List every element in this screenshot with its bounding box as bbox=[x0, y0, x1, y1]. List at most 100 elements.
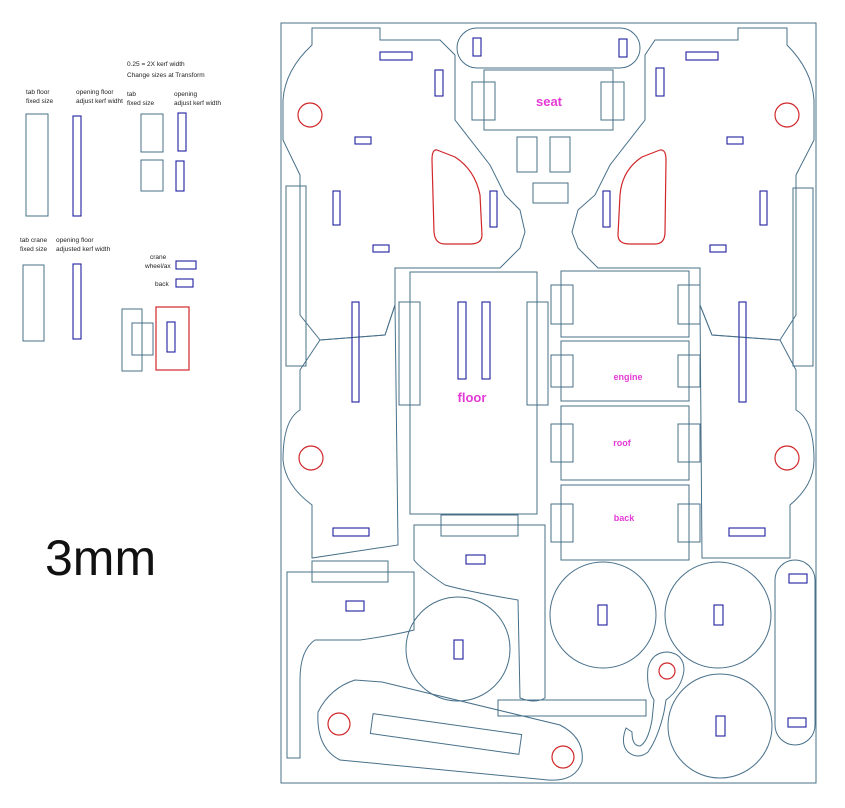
wheel-2-axle bbox=[597, 604, 608, 626]
label-back-small: back bbox=[155, 281, 169, 288]
right-lower-slot-1 bbox=[738, 301, 747, 403]
label-opening-floor-2: adjust kerf widht bbox=[76, 98, 123, 105]
wheels bbox=[405, 561, 773, 779]
label-opening-2: adjust kerf width bbox=[174, 100, 221, 107]
material-thickness-label: 3mm bbox=[45, 530, 156, 586]
top-panel-tab-left bbox=[550, 284, 574, 325]
test-back-tab-inner bbox=[131, 322, 154, 356]
right-side-lower bbox=[699, 301, 815, 559]
seat-tab-left bbox=[471, 81, 496, 121]
floor-panel bbox=[409, 271, 538, 515]
crane-arm bbox=[317, 679, 583, 781]
label-tab-crane-2: fixed size bbox=[20, 246, 47, 253]
crane-arm-hole-right bbox=[551, 745, 575, 769]
right-side-upper bbox=[571, 27, 815, 341]
hook-outline bbox=[622, 651, 685, 757]
floor-tab-left bbox=[398, 301, 421, 406]
back-tab-left bbox=[550, 503, 574, 543]
wheel-1 bbox=[405, 596, 511, 702]
link-slot-top bbox=[788, 573, 808, 584]
left-side-lower bbox=[282, 301, 399, 559]
label-tab-crane-1: tab crane bbox=[20, 237, 47, 244]
test-back-tab bbox=[121, 308, 143, 372]
crane-bracket-outline bbox=[286, 571, 415, 759]
engine-panel bbox=[560, 340, 690, 402]
right-upper-slot-3 bbox=[726, 136, 744, 145]
test-opening-a bbox=[177, 112, 187, 152]
top-panel-tab-right bbox=[677, 284, 701, 325]
test-back-opening-frame bbox=[155, 306, 190, 371]
floor-tab-right bbox=[526, 301, 549, 406]
test-back-opening bbox=[166, 321, 176, 353]
wheel-1-axle bbox=[453, 639, 464, 660]
engine-tab-left bbox=[550, 354, 574, 388]
flat-bar bbox=[497, 699, 647, 717]
boom-outline bbox=[413, 524, 546, 702]
right-upper-slot-1 bbox=[685, 51, 719, 61]
link-slot-bottom bbox=[787, 717, 807, 728]
left-lower-slot-2 bbox=[332, 527, 370, 537]
right-side-bar bbox=[792, 187, 814, 367]
label-opening-1: opening bbox=[174, 91, 198, 98]
engine-label: engine bbox=[613, 372, 642, 382]
left-side-upper bbox=[282, 27, 526, 341]
test-tab-a bbox=[140, 113, 164, 153]
boom-slot bbox=[465, 554, 486, 565]
test-opening-b bbox=[175, 160, 185, 192]
label-opening-floor-b-1: opening floor bbox=[56, 237, 94, 244]
seat-piece: seat bbox=[456, 27, 641, 131]
label-tab-2: fixed size bbox=[127, 100, 154, 107]
label-tab-1: tab bbox=[127, 91, 136, 98]
floor-label: floor bbox=[458, 390, 487, 405]
roof-tab-right bbox=[677, 423, 701, 463]
right-lower-slot-2 bbox=[728, 527, 766, 537]
wheel-2 bbox=[549, 561, 657, 669]
left-upper-slot-5 bbox=[489, 190, 498, 228]
left-upper-slot-6 bbox=[372, 244, 390, 253]
crane-bracket-slot bbox=[345, 600, 365, 612]
test-opening-floor bbox=[72, 115, 82, 217]
back-label: back bbox=[614, 513, 636, 523]
roof-tab-left bbox=[550, 423, 574, 463]
left-lower-slot-1 bbox=[351, 301, 360, 403]
crane-arm-outline bbox=[317, 679, 583, 781]
seat-strap-slot-right bbox=[618, 38, 628, 58]
hook-hole bbox=[658, 662, 676, 680]
center-tab-right bbox=[549, 136, 571, 173]
left-upper-hole bbox=[297, 102, 323, 128]
floor-slot-left bbox=[457, 301, 467, 380]
engine-piece: engine bbox=[550, 340, 701, 402]
left-lower-hole bbox=[298, 445, 324, 471]
hook-piece bbox=[622, 651, 685, 757]
center-tab-small bbox=[532, 182, 569, 204]
kerf-note-line2: Change sizes at Transform bbox=[127, 72, 205, 79]
left-lower-outline bbox=[282, 304, 399, 559]
seat-strap bbox=[456, 27, 641, 69]
back-tab-right bbox=[677, 503, 701, 543]
boom-piece bbox=[413, 524, 546, 702]
right-upper-slot-6 bbox=[709, 244, 727, 253]
right-upper-slot-4 bbox=[759, 190, 768, 226]
left-upper-outline bbox=[282, 27, 526, 341]
floor-piece: floor bbox=[398, 271, 549, 537]
test-opening-crane bbox=[72, 263, 82, 340]
roof-panel bbox=[560, 405, 690, 481]
top-panel-piece bbox=[550, 270, 701, 338]
back-panel bbox=[560, 484, 690, 561]
floor-slot-right bbox=[481, 301, 491, 380]
kerf-notes: 0.25 = 2X kerf width Change sizes at Tra… bbox=[20, 61, 221, 288]
right-lower-hole bbox=[774, 445, 800, 471]
kerf-test-pieces bbox=[22, 112, 197, 372]
center-tab-left bbox=[516, 136, 538, 173]
seat-panel bbox=[483, 69, 614, 131]
wheel-4 bbox=[667, 673, 773, 779]
crane-arm-hole-left bbox=[327, 712, 351, 736]
roof-piece: roof bbox=[550, 405, 701, 481]
wheel-4-axle bbox=[715, 715, 726, 737]
label-tab-floor-1: tab floor bbox=[26, 89, 50, 96]
wheel-3-axle bbox=[713, 604, 724, 626]
label-tab-floor-2: fixed size bbox=[26, 98, 53, 105]
crane-arm-slot bbox=[369, 713, 523, 755]
crane-bracket bbox=[286, 560, 415, 759]
